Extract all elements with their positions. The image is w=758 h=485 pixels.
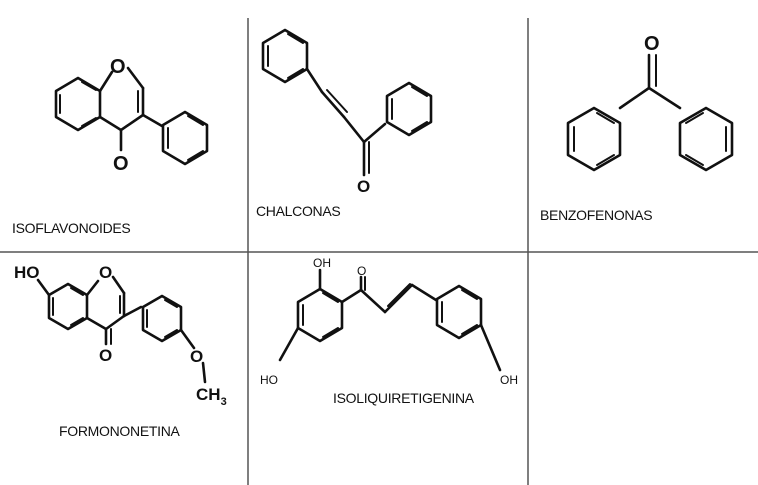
benzophenone-keto-oxygen: O [644,33,660,55]
isoliquiritigenin-right-hydroxyl: OH [500,373,518,387]
isoflavonoid-structure: O O [54,56,209,175]
isoliquiritigenin-keto-oxygen: O [357,264,366,278]
label-isoliquiretigenina: ISOLIQUIRETIGENINA [333,390,474,406]
isoflavonoid-ring-oxygen: O [110,56,126,78]
isoliquiritigenin-top-hydroxyl: OH [313,256,331,270]
formononetin-ether-oxygen: O [190,347,203,366]
label-isoflavonoides: ISOFLAVONOIDES [12,220,131,236]
label-benzofenonas: BENZOFENONAS [540,207,653,223]
chalcone-keto-oxygen: O [357,177,370,196]
isoliquiritigenin-left-hydroxyl: HO [260,373,278,387]
formononetin-structure: HO O O O CH3 [14,263,227,408]
label-formononetina: FORMONONETINA [59,423,180,439]
label-chalconas: CHALCONAS [256,203,341,219]
chalcone-structure: O [261,28,433,196]
formononetin-keto-oxygen: O [99,346,112,365]
formononetin-ring-oxygen: O [99,263,112,282]
isoflavonoid-keto-oxygen: O [113,153,129,175]
formononetin-methyl: CH3 [196,385,227,408]
isoliquiritigenin-structure: OH O HO OH [260,256,518,387]
benzophenone-structure: O [566,33,734,172]
formononetin-hydroxyl: HO [14,263,40,282]
